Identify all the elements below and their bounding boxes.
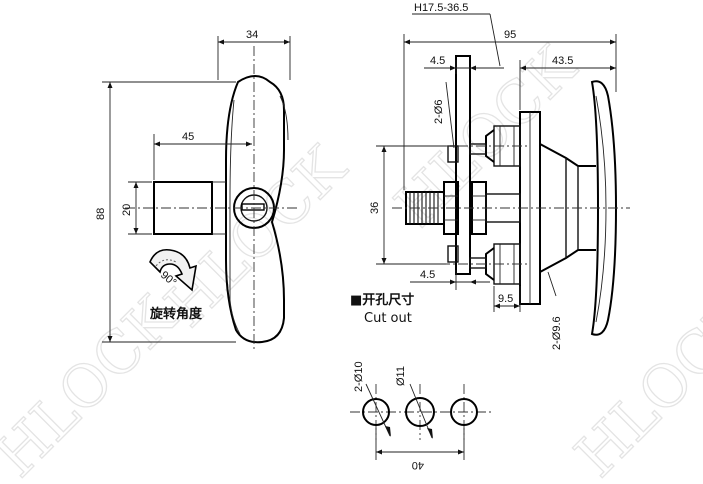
dim-grip-range-label: H17.5-36.5 [414, 2, 468, 14]
dim-40-label: 40 [412, 459, 424, 471]
dim-43-5-label: 43.5 [552, 55, 573, 67]
front-handle-body [225, 75, 285, 344]
dim-4-5-lower-label: 4.5 [420, 269, 435, 281]
cutout-view: ■开孔尺寸 Cut out 2-Ø10 Ø11 40 [350, 292, 492, 471]
cutout-title-cn: ■开孔尺寸 [350, 292, 414, 308]
dim-95-label: 95 [504, 29, 516, 41]
mounting-plate [455, 55, 471, 275]
plate-screw-bottom [447, 245, 459, 263]
rotation-arrow-icon [149, 248, 198, 292]
side-handle-neck [539, 143, 596, 273]
cutout-d11-label: Ø11 [395, 366, 407, 386]
dim-2-d9-6-label: 2-Ø9.6 [551, 316, 563, 350]
dim-grip-leader [489, 13, 501, 67]
dim-45-label: 45 [182, 131, 194, 143]
dim-9-5-label: 9.5 [498, 293, 513, 305]
stud-nut-outer [443, 181, 459, 235]
lower-screw [469, 257, 487, 269]
dim-4-5-top-label: 4.5 [430, 55, 445, 67]
dim-88-label: 88 [95, 208, 107, 220]
front-handle-right-edge [279, 95, 289, 141]
cutout-title-en: Cut out [364, 311, 412, 326]
cutout-2-d10-label: 2-Ø10 [353, 361, 365, 392]
dim-2-d9-6-leader [547, 271, 557, 297]
dim-2-d6-leader [445, 81, 455, 149]
cutout-hole-right [450, 398, 478, 426]
dim-2-d6-label: 2-Ø6 [433, 100, 445, 124]
cutout-hole-center [405, 397, 435, 427]
keyhole-slot [241, 203, 265, 211]
side-handle [590, 80, 618, 336]
front-handle-inner-edge [229, 99, 241, 335]
dim-20-label: 20 [121, 204, 133, 216]
rotation-caption: 旋转角度 [149, 306, 203, 322]
dim-36-label: 36 [369, 202, 381, 214]
cutout-hole-left [362, 398, 390, 426]
upper-screw [469, 143, 487, 155]
watermark-text-4: HLOCK [562, 282, 703, 484]
side-view: H17.5-36.5 95 4.5 43.5 2-Ø6 36 4.5 [369, 2, 630, 350]
dim-34-label: 34 [246, 29, 258, 41]
